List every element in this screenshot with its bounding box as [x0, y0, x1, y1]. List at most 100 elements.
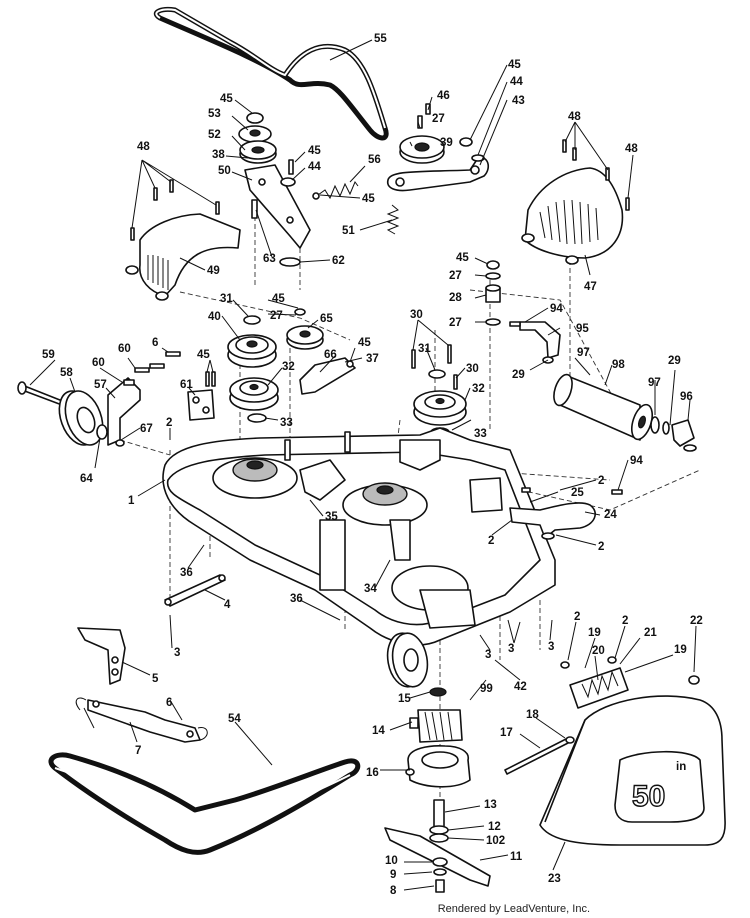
lift-arm-4 [164, 574, 226, 607]
callout: 18 [526, 709, 539, 721]
footer-credit: Rendered by LeadVenture, Inc. [437, 903, 590, 915]
deck-size-label: 50 [632, 780, 665, 813]
callout: 45 [456, 252, 469, 264]
callout: 60 [92, 357, 105, 369]
callout: 59 [42, 349, 55, 361]
callout: 2 [574, 611, 580, 623]
callout: 45 [220, 93, 233, 105]
callout: 36 [180, 567, 193, 579]
callout: 45 [308, 145, 321, 157]
callout: 49 [207, 265, 220, 277]
callout: 97 [648, 377, 661, 389]
callout: 53 [208, 108, 221, 120]
callout: 29 [668, 355, 681, 367]
callout: 3 [485, 649, 491, 661]
callout: 1 [128, 495, 135, 507]
callout: 95 [576, 323, 589, 335]
callout: 4 [224, 599, 231, 611]
pulley-32-right [411, 344, 467, 437]
callout: 8 [390, 885, 397, 897]
callout: 33 [474, 428, 487, 440]
callout: 43 [512, 95, 525, 107]
callout: 47 [584, 281, 597, 293]
callout: 48 [137, 141, 150, 153]
spacer-stack [485, 260, 501, 326]
leader-lines [29, 39, 697, 891]
callout: 32 [472, 383, 485, 395]
callout: 31 [220, 293, 233, 305]
callout: 36 [290, 593, 303, 605]
callout: 51 [342, 225, 355, 237]
callout: 64 [80, 473, 93, 485]
callout: 13 [484, 799, 497, 811]
idler-bracket-assembly [238, 112, 311, 267]
callout: 45 [362, 193, 375, 205]
callout: 62 [332, 255, 345, 267]
pulley-65 [286, 308, 324, 350]
deck-wheel [386, 632, 429, 688]
callout: 56 [368, 154, 381, 166]
callout: 31 [418, 343, 431, 355]
callout: 57 [94, 379, 107, 391]
callout: 50 [218, 165, 231, 177]
callout: 67 [140, 423, 153, 435]
pulley-40 [227, 315, 277, 368]
idler-arm-assembly [386, 103, 490, 192]
callout: 102 [486, 835, 505, 847]
callout: 63 [263, 253, 276, 265]
callout: 5 [152, 673, 159, 685]
callout: 15 [398, 693, 411, 705]
callout: 24 [604, 509, 617, 521]
callout: 45 [358, 337, 371, 349]
callout: 94 [550, 303, 563, 315]
callout: 14 [372, 725, 385, 737]
belt-54 [48, 752, 361, 855]
callout: 21 [644, 627, 657, 639]
callout: 11 [510, 851, 523, 863]
spring-20 [560, 656, 700, 709]
adjuster-rod-17 [504, 736, 575, 775]
callout: 27 [449, 270, 462, 282]
callout: 46 [437, 90, 450, 102]
callout: 7 [135, 745, 141, 757]
callout: 2 [622, 615, 628, 627]
callout: 27 [270, 310, 283, 322]
callout: 28 [449, 292, 462, 304]
spring-51 [386, 204, 400, 235]
hitch-bracket-5 [77, 627, 126, 685]
callout: 37 [366, 353, 379, 365]
callout: 9 [390, 869, 396, 881]
belt-shield-47 [521, 139, 630, 265]
bracket-95 [509, 321, 561, 364]
callout: 32 [282, 361, 295, 373]
callout: 19 [588, 627, 601, 639]
callout: 45 [508, 59, 521, 71]
callout: 55 [374, 33, 387, 45]
spindle-assembly [384, 687, 491, 893]
callout: 48 [568, 111, 581, 123]
callout: 35 [325, 511, 338, 523]
roller-98 [553, 373, 697, 452]
deck-size-unit: in [676, 761, 686, 773]
belt-55 [153, 7, 389, 141]
callout: 34 [364, 583, 377, 595]
callout: 2 [598, 541, 604, 553]
callout: 2 [598, 475, 604, 487]
callout: 44 [510, 76, 523, 88]
gauge-wheel-left [17, 351, 216, 447]
callout: 60 [118, 343, 131, 355]
callout: 96 [680, 391, 693, 403]
callout: 29 [512, 369, 525, 381]
callout: 65 [320, 313, 333, 325]
callout: 10 [385, 855, 398, 867]
callout: 61 [180, 379, 193, 391]
callout-numbers: 55 45 53 52 38 50 46 27 39 45 44 43 45 4… [42, 33, 703, 897]
callout: 22 [690, 615, 703, 627]
callout: 6 [166, 697, 172, 709]
callout: 2 [166, 417, 172, 429]
callout: 66 [324, 349, 337, 361]
callout: 99 [480, 683, 493, 695]
callout: 3 [508, 643, 514, 655]
